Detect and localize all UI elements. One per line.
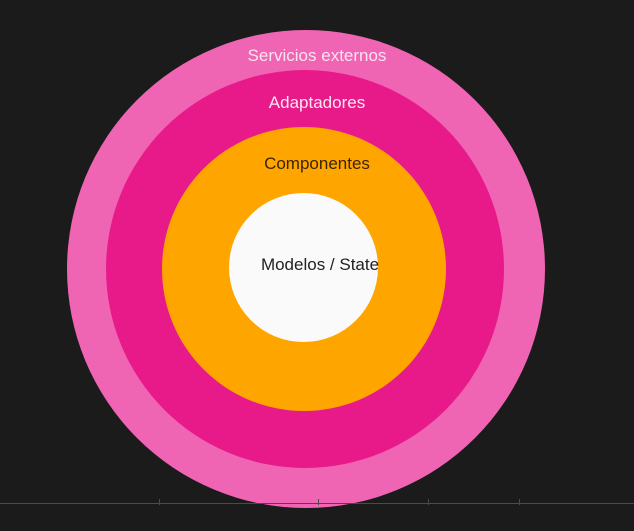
external-services-label: Servicios externos (247, 46, 387, 65)
adapters-label: Adaptadores (268, 93, 366, 112)
components-label: Componentes (264, 154, 370, 173)
chapter-marker (428, 499, 429, 505)
models-state-core (229, 193, 378, 342)
chapter-marker (318, 499, 319, 505)
chapter-marker (519, 499, 520, 505)
chapter-marker (159, 499, 160, 505)
models-state-label: Modelos / State (260, 255, 380, 274)
video-progress-track (0, 503, 634, 504)
